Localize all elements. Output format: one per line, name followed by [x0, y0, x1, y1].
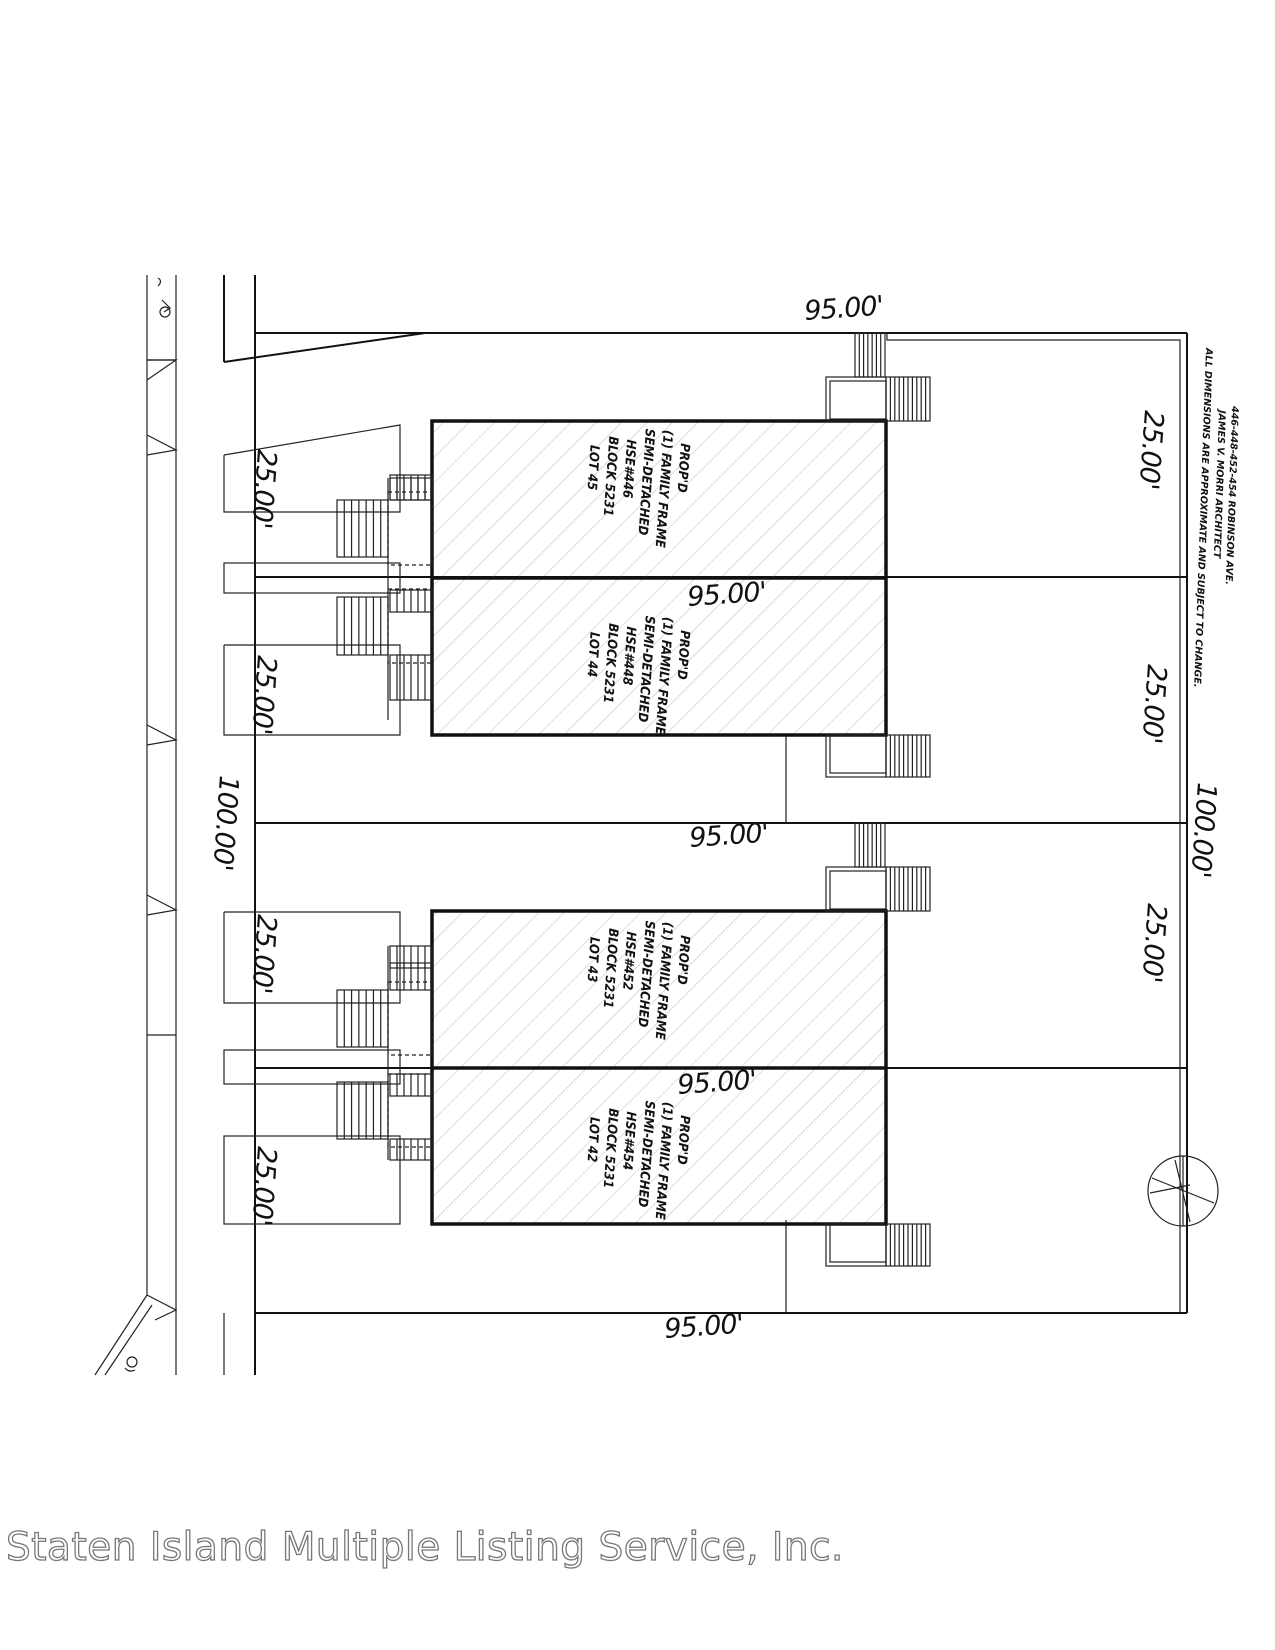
- note-disclaimer: ALL DIMENSIONS ARE APPROXIMATE AND SUBJE…: [1191, 347, 1214, 688]
- svg-text:PROP'D: PROP'D: [674, 443, 692, 494]
- svg-text:LOT 44: LOT 44: [584, 631, 602, 677]
- dim-left-width-2: 25.00': [246, 655, 282, 736]
- svg-text:SEMI-DETACHED: SEMI-DETACHED: [634, 1100, 656, 1208]
- svg-text:BLOCK 5231: BLOCK 5231: [600, 623, 621, 704]
- dim-left-width-3: 25.00': [246, 914, 282, 995]
- dim-right-total: 100.00': [1184, 782, 1222, 879]
- svg-text:PROP'D: PROP'D: [674, 630, 692, 681]
- dim-right-width-1: 25.00': [1133, 410, 1169, 491]
- north-arrow-icon: [1147, 1155, 1219, 1227]
- dim-right-width-2: 25.00': [1136, 664, 1172, 745]
- dim-left-width-1: 25.00': [246, 449, 282, 530]
- drawing-notes: 446-448-452-454 ROBINSON AVE. JAMES V. M…: [1191, 347, 1240, 688]
- svg-text:PROP'D: PROP'D: [674, 1115, 692, 1166]
- lot-label-45: PROP'D (1) FAMILY FRAME SEMI-DETACHED HS…: [584, 428, 692, 548]
- svg-text:BLOCK 5231: BLOCK 5231: [600, 1108, 621, 1189]
- street-lines: [223, 275, 426, 1375]
- svg-text:BLOCK 5231: BLOCK 5231: [600, 928, 621, 1009]
- svg-text:BLOCK 5231: BLOCK 5231: [600, 436, 621, 517]
- rear-stairs: [825, 332, 931, 1267]
- svg-text:LOT 42: LOT 42: [584, 1116, 602, 1162]
- svg-text:PROP'D: PROP'D: [674, 935, 692, 986]
- note-architect: JAMES V. MORRI ARCHITECT: [1211, 408, 1227, 560]
- svg-text:SEMI-DETACHED: SEMI-DETACHED: [634, 615, 656, 723]
- dim-bottom-depth: 95.00': [663, 1309, 744, 1345]
- lot-label-43: PROP'D (1) FAMILY FRAME SEMI-DETACHED HS…: [584, 920, 692, 1040]
- lot-label-44: PROP'D (1) FAMILY FRAME SEMI-DETACHED HS…: [584, 615, 692, 735]
- front-stairs: [336, 474, 433, 1161]
- dim-upper-mid-depth: 95.00': [686, 577, 767, 613]
- lot-label-42: PROP'D (1) FAMILY FRAME SEMI-DETACHED HS…: [584, 1100, 692, 1220]
- mls-watermark: Staten Island Multiple Listing Service, …: [5, 1524, 844, 1570]
- street-markings: [124, 277, 171, 1372]
- dim-right-width-3: 25.00': [1136, 903, 1172, 984]
- svg-text:HSE#452: HSE#452: [619, 931, 638, 991]
- curb-lines: [94, 275, 178, 1376]
- dim-top-depth: 95.00': [803, 291, 884, 327]
- building-upper: [430, 419, 888, 737]
- svg-text:HSE#448: HSE#448: [619, 626, 638, 686]
- svg-text:LOT 43: LOT 43: [584, 936, 602, 982]
- dim-left-width-4: 25.00': [246, 1146, 282, 1227]
- svg-text:LOT 45: LOT 45: [584, 444, 602, 490]
- svg-text:SEMI-DETACHED: SEMI-DETACHED: [634, 428, 656, 536]
- building-lower: [430, 909, 888, 1226]
- lot-labels: PROP'D (1) FAMILY FRAME SEMI-DETACHED HS…: [584, 428, 692, 1220]
- svg-text:HSE#454: HSE#454: [619, 1111, 638, 1171]
- svg-text:SEMI-DETACHED: SEMI-DETACHED: [634, 920, 656, 1028]
- dim-lower-mid-depth: 95.00': [676, 1065, 757, 1101]
- dim-left-total: 100.00': [206, 775, 244, 872]
- dimension-labels: 95.00' 95.00' 95.00' 95.00' 95.00' 100.0…: [206, 291, 1222, 1345]
- front-parking-pads: [223, 424, 401, 1375]
- svg-text:HSE#446: HSE#446: [619, 439, 638, 499]
- dim-center-depth: 95.00': [688, 818, 769, 854]
